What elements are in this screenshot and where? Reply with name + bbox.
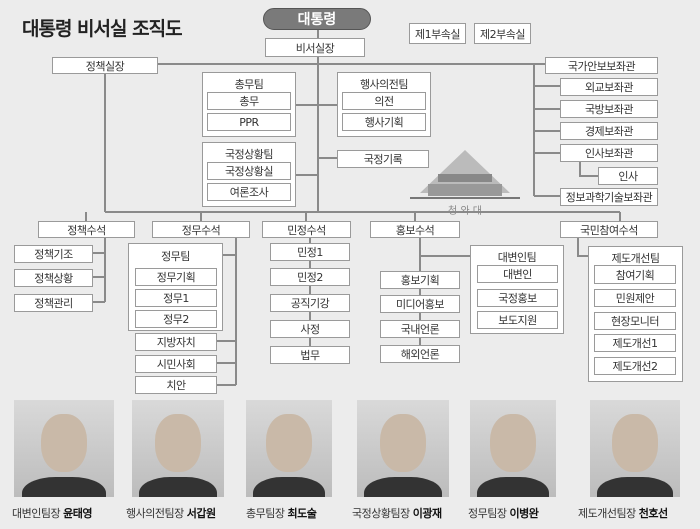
team-title: 제도개선팀 — [611, 252, 660, 265]
policy-chief-node: 정책실장 — [52, 57, 158, 74]
portrait-photo — [132, 400, 224, 497]
unit-box: 보도지원 — [477, 311, 558, 329]
unit-box: 민정2 — [270, 268, 350, 286]
advisor-node: 경제보좌관 — [560, 122, 658, 140]
unit-box: 참여기획 — [594, 265, 676, 284]
unit-box: 정무2 — [135, 310, 217, 328]
unit-box: 정무기획 — [135, 268, 217, 286]
unit-box: 대변인 — [477, 265, 558, 283]
civil-secretary-node: 민정수석 — [262, 221, 351, 238]
unit-box: 정책상황 — [14, 269, 93, 287]
pr-secretary-node: 홍보수석 — [370, 221, 460, 238]
team-title: 총무팀 — [234, 78, 264, 91]
unit-box: 치안 — [135, 376, 217, 394]
political-secretary-node: 정무수석 — [152, 221, 250, 238]
unit-box: 해외언론 — [380, 345, 460, 363]
unit-box: 국내언론 — [380, 320, 460, 338]
unit-box: 국정상황실 — [207, 162, 291, 180]
portrait-caption: 제도개선팀장 천호선 — [578, 507, 668, 520]
participation-secretary-node: 국민참여수석 — [560, 221, 658, 238]
unit-box: 미디어홍보 — [380, 295, 460, 313]
portrait-photo — [246, 400, 332, 497]
unit-box: 정무1 — [135, 289, 217, 307]
unit-box: 정책기조 — [14, 245, 93, 263]
portrait-photo — [470, 400, 556, 497]
first-attached-office: 제1부속실 — [409, 23, 466, 44]
portrait-photo — [14, 400, 114, 497]
team-title: 행사의전팀 — [359, 78, 409, 91]
unit-box: 민원제안 — [594, 289, 676, 307]
portrait-caption: 정무팀장 이병완 — [468, 507, 539, 520]
unit-box: 제도개선1 — [594, 334, 676, 352]
unit-box: 총무 — [207, 92, 291, 110]
portrait-caption: 행사의전팀장 서갑원 — [126, 507, 216, 520]
advisor-node: 국방보좌관 — [560, 100, 658, 118]
team-title: 대변인팀 — [497, 251, 537, 264]
unit-box: 홍보기획 — [380, 271, 460, 289]
chief-of-staff-node: 비서실장 — [265, 38, 365, 57]
unit-box: PPR — [207, 113, 291, 131]
unit-box: 지방자치 — [135, 333, 217, 351]
team-title: 국정상황팀 — [224, 148, 274, 161]
unit-box: 제도개선2 — [594, 357, 676, 375]
palace-label: 청 와 대 — [448, 206, 482, 217]
team-title: 정무팀 — [161, 250, 190, 263]
cheongwadae-illustration: 청 와 대 — [400, 148, 530, 218]
portrait-caption: 국정상황팀장 이광재 — [352, 507, 442, 520]
personnel-node: 인사 — [598, 167, 658, 185]
unit-box: 국정홍보 — [477, 289, 558, 307]
state-records-node: 국정기록 — [337, 150, 429, 168]
security-advisor-node: 국가안보보좌관 — [545, 57, 658, 74]
unit-box: 시민사회 — [135, 355, 217, 373]
second-attached-office: 제2부속실 — [474, 23, 531, 44]
portrait-caption: 총무팀장 최도술 — [246, 507, 317, 520]
advisor-node: 외교보좌관 — [560, 78, 658, 96]
unit-box: 행사기획 — [342, 113, 426, 131]
portrait-caption: 대변인팀장 윤태영 — [12, 507, 92, 520]
policy-secretary-node: 정책수석 — [38, 221, 135, 238]
unit-box: 민정1 — [270, 243, 350, 261]
unit-box: 공직기강 — [270, 294, 350, 312]
unit-box: 법무 — [270, 346, 350, 364]
unit-box: 의전 — [342, 92, 426, 110]
portrait-photo — [590, 400, 680, 497]
advisor-node: 정보과학기술보좌관 — [560, 188, 658, 206]
portrait-photo — [357, 400, 449, 497]
advisor-node: 인사보좌관 — [560, 144, 658, 162]
unit-box: 현장모니터 — [594, 312, 676, 330]
unit-box: 정책관리 — [14, 294, 93, 312]
unit-box: 여론조사 — [207, 183, 291, 201]
chart-title: 대통령 비서실 조직도 — [22, 18, 183, 40]
unit-box: 사정 — [270, 320, 350, 338]
president-node: 대통령 — [263, 8, 371, 30]
palace-icon — [410, 150, 520, 199]
